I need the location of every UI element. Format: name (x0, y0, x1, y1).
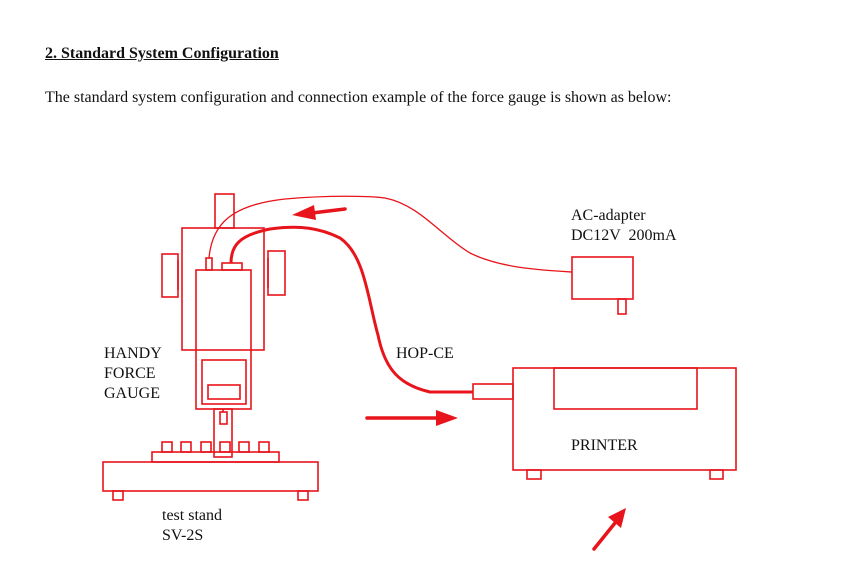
left-knob (161, 253, 179, 298)
ac-adapter-label: AC-adapter DC12V 200mA (571, 206, 677, 246)
stand-bolt (238, 441, 250, 453)
stand-label-line: SV-2S (162, 527, 204, 544)
arrow-adapter-shaft (310, 207, 347, 215)
stand-foot-left (112, 490, 124, 501)
stand-column-top (214, 193, 235, 229)
arrow-adapter-head (292, 205, 316, 220)
stand-bolt (161, 441, 173, 453)
stand-foot-right (297, 490, 309, 501)
gauge-display-frame (201, 359, 247, 405)
gauge-connector-small (205, 257, 213, 271)
gauge-connector (221, 262, 243, 271)
gauge-display (207, 384, 241, 400)
right-knob (267, 250, 286, 296)
gauge-label-line: HANDY (104, 345, 162, 362)
ac-adapter-cable (208, 195, 573, 273)
stand-label-line: test stand (162, 507, 222, 524)
stand-bolt (200, 441, 212, 453)
printer-connector (472, 383, 514, 400)
stand-bolt (258, 441, 270, 453)
printer-label: PRINTER (571, 437, 638, 454)
intro-paragraph: The standard system configuration and co… (45, 89, 672, 106)
gauge-body (195, 269, 252, 410)
ac-adapter-label-line: DC12V 200mA (571, 227, 677, 244)
gauge-label-line: GAUGE (104, 385, 160, 402)
stand-bolt (180, 441, 192, 453)
printer-foot-left (526, 469, 542, 480)
printer-foot-right (709, 469, 724, 480)
stand-bolt (219, 441, 231, 453)
section-heading: 2. Standard System Configuration (45, 45, 279, 62)
arrow-bottom-head (608, 508, 626, 528)
ac-adapter-plug (617, 298, 627, 315)
arrow-printer-head (436, 410, 458, 426)
gauge-label-line: FORCE (104, 365, 156, 382)
stand-base (102, 461, 319, 492)
stand-label: test stand SV-2S (162, 506, 222, 546)
stand-frame (181, 227, 265, 351)
hop-ce-cable (229, 225, 473, 394)
printer-paper-slot (553, 367, 698, 410)
ac-adapter-box (571, 256, 634, 300)
cable-label: HOP-CE (396, 345, 454, 362)
gauge-label: HANDY FORCE GAUGE (104, 344, 162, 404)
ac-adapter-label-line: AC-adapter (571, 207, 646, 224)
arrow-bottom-shaft (592, 521, 617, 551)
gauge-hook (219, 411, 228, 425)
